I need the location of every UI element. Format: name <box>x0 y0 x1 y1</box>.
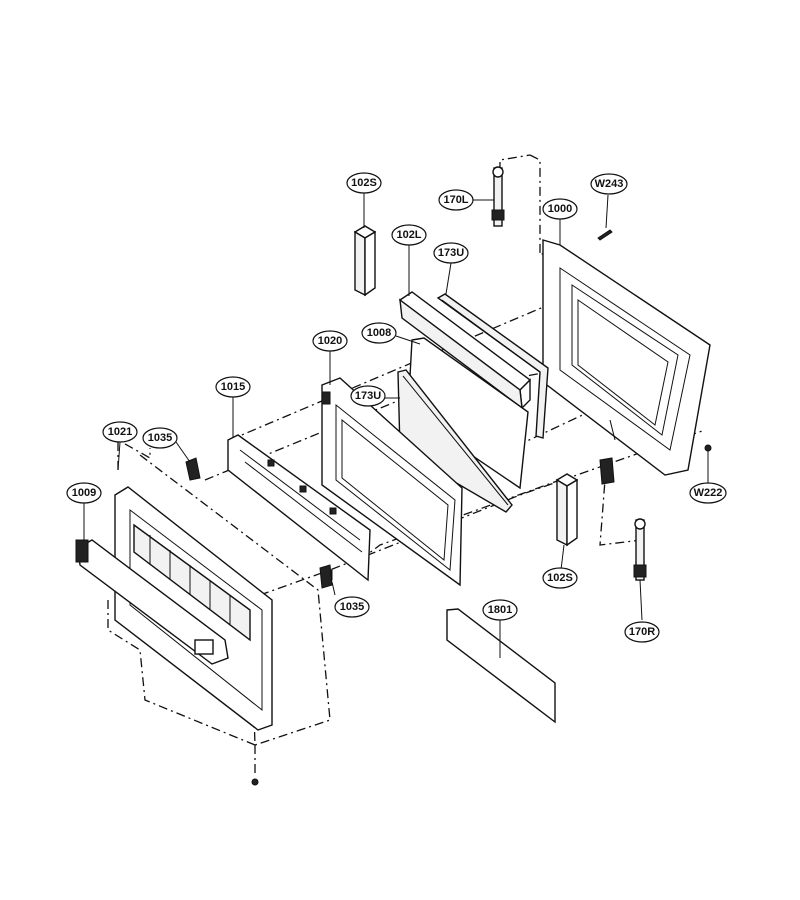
latch-bracket <box>599 457 615 485</box>
svg-text:102S: 102S <box>351 177 377 189</box>
callout-102s-bottom: 102S <box>542 567 578 589</box>
leader-lines <box>83 193 709 658</box>
part-1035-hinge-clip-top <box>185 457 201 481</box>
part-173u-top-seal <box>436 293 549 439</box>
svg-text:W222: W222 <box>694 487 723 499</box>
svg-text:1801: 1801 <box>488 604 512 616</box>
svg-text:1035: 1035 <box>340 601 364 613</box>
callout-1015: 1015 <box>215 376 251 398</box>
part-1035-hinge-clip-bottom <box>319 564 333 589</box>
callout-1008: 1008 <box>361 322 397 344</box>
part-1801-label-plate <box>446 608 556 724</box>
callout-w243: W243 <box>590 173 628 195</box>
svg-text:170R: 170R <box>629 626 655 638</box>
svg-text:1021: 1021 <box>108 426 132 438</box>
part-102l-block <box>398 291 532 410</box>
svg-text:173U: 173U <box>355 390 381 402</box>
callout-1020: 1020 <box>312 330 348 352</box>
callout-170l: 170L <box>438 189 474 211</box>
svg-text:W243: W243 <box>595 178 624 190</box>
callout-1009: 1009 <box>66 482 102 504</box>
callout-173u-mid: 173U <box>350 385 386 407</box>
part-102s-block-top <box>353 225 377 297</box>
part-1009-handle <box>75 539 229 665</box>
callout-1035-bottom: 1035 <box>334 596 370 618</box>
part-1021-outer-door <box>114 486 273 731</box>
svg-text:170L: 170L <box>443 194 468 206</box>
svg-text:1000: 1000 <box>548 203 572 215</box>
part-1020-door-liner <box>321 377 463 587</box>
svg-text:173U: 173U <box>438 247 464 259</box>
callout-1021: 1021 <box>102 421 138 443</box>
part-1015-vent-bracket <box>227 434 371 582</box>
bottom-screw <box>251 778 259 786</box>
part-102s-block-bottom <box>555 473 579 547</box>
svg-text:102L: 102L <box>396 229 421 241</box>
svg-text:1009: 1009 <box>72 487 96 499</box>
part-w243-screw <box>597 229 613 241</box>
part-170r-hinge <box>633 518 647 581</box>
part-1000-inner-frame <box>542 239 711 476</box>
callout-1000: 1000 <box>542 198 578 220</box>
callout-1801: 1801 <box>482 599 518 621</box>
svg-text:102S: 102S <box>547 572 573 584</box>
callout-173u-top: 173U <box>433 242 469 264</box>
callout-102s-top: 102S <box>346 172 382 194</box>
callout-102l: 102L <box>391 224 427 246</box>
callout-170r: 170R <box>624 621 660 643</box>
svg-text:1015: 1015 <box>221 381 245 393</box>
svg-text:1035: 1035 <box>148 432 172 444</box>
svg-text:1008: 1008 <box>367 327 391 339</box>
callout-1035-top: 1035 <box>142 427 178 449</box>
callout-w222: W222 <box>689 482 727 504</box>
part-170l-hinge <box>491 166 505 227</box>
svg-text:1020: 1020 <box>318 335 342 347</box>
